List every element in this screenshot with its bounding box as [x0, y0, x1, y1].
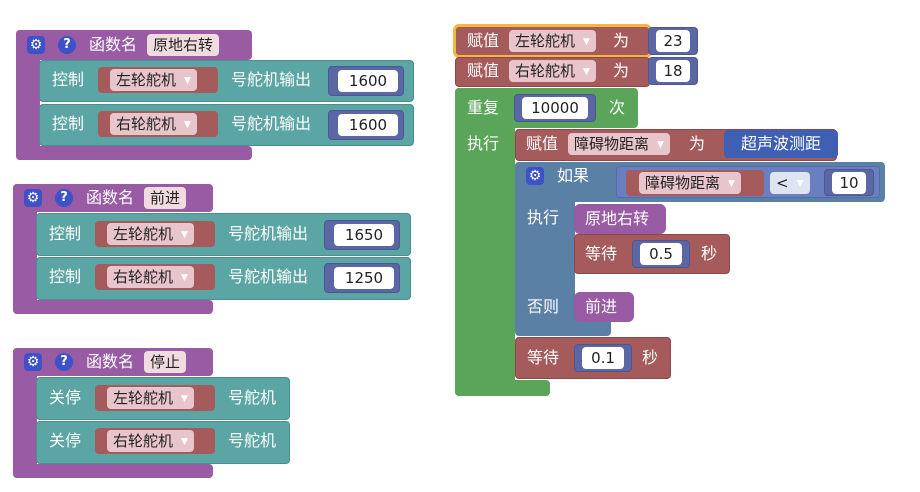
function-name-field[interactable]: 前进	[144, 187, 187, 209]
variable-dropdown[interactable]: 障碍物距离 ▼	[568, 133, 670, 155]
variable-dropdown[interactable]: 右轮舵机 ▼	[509, 60, 596, 82]
control-label: 控制	[52, 70, 85, 89]
function-name-field[interactable]: 停止	[144, 351, 187, 373]
times-label: 次	[609, 98, 626, 117]
variable-dropdown-value: 障碍物距离	[645, 174, 721, 192]
dropdown-arrow-icon: ▼	[181, 272, 188, 283]
seconds-label: 秒	[701, 244, 718, 263]
servo-dropdown-value: 右轮舵机	[116, 115, 177, 133]
control-label: 控制	[49, 267, 82, 286]
servo-dropdown[interactable]: 左轮舵机 ▼	[107, 223, 194, 245]
seconds-label: 秒	[642, 348, 659, 367]
number-field[interactable]: 1600	[338, 70, 398, 92]
as-label: 为	[613, 61, 630, 80]
help-icon[interactable]: ?	[58, 36, 76, 54]
function-label: 函数名	[89, 35, 138, 54]
dropdown-arrow-icon: ▼	[657, 139, 664, 150]
dropdown-arrow-icon: ▼	[181, 229, 188, 240]
dropdown-arrow-icon: ▼	[728, 178, 735, 189]
if-block-footer	[515, 318, 611, 336]
servo-output-label: 号舵机输出	[228, 224, 309, 243]
if-block-spine	[515, 162, 575, 334]
stop-label: 关停	[49, 431, 82, 450]
call-label: 前进	[585, 297, 618, 316]
gear-icon[interactable]: ⚙	[24, 353, 42, 371]
number-field[interactable]: 1250	[334, 267, 394, 289]
call-label: 原地右转	[585, 209, 650, 228]
servo-label: 号舵机	[228, 388, 277, 407]
number-field[interactable]: 1600	[338, 114, 398, 136]
if-label: 如果	[557, 166, 590, 185]
servo-output-label: 号舵机输出	[231, 70, 312, 89]
repeat-block-spine	[455, 88, 515, 396]
servo-dropdown[interactable]: 左轮舵机 ▼	[110, 69, 197, 91]
dropdown-arrow-icon: ▼	[181, 436, 188, 447]
dropdown-arrow-icon: ▼	[184, 119, 191, 130]
repeat-count-field[interactable]: 10000	[522, 97, 588, 119]
number-field[interactable]: 10	[832, 172, 866, 194]
servo-dropdown[interactable]: 左轮舵机 ▼	[107, 387, 194, 409]
operator-value: <	[776, 174, 789, 192]
function-name-field[interactable]: 原地右转	[147, 34, 220, 56]
gear-icon[interactable]: ⚙	[24, 189, 42, 207]
ultrasonic-label: 超声波测距	[741, 134, 822, 153]
function-footer	[13, 300, 213, 314]
servo-dropdown-value: 左轮舵机	[113, 225, 174, 243]
dropdown-arrow-icon: ▼	[583, 66, 590, 77]
dropdown-arrow-icon: ▼	[583, 36, 590, 47]
number-field[interactable]: 0.1	[582, 347, 624, 369]
dropdown-arrow-icon: ▼	[184, 75, 191, 86]
help-icon[interactable]: ?	[55, 353, 73, 371]
wait-label: 等待	[585, 244, 618, 263]
servo-output-label: 号舵机输出	[231, 114, 312, 133]
function-footer	[16, 146, 252, 160]
variable-dropdown-value: 右轮舵机	[515, 62, 576, 80]
servo-dropdown-value: 右轮舵机	[113, 268, 174, 286]
dropdown-arrow-icon: ▼	[796, 178, 804, 189]
function-footer	[13, 464, 213, 478]
as-label: 为	[613, 31, 630, 50]
servo-dropdown-value: 右轮舵机	[113, 432, 174, 450]
number-field[interactable]: 18	[656, 60, 690, 82]
variable-dropdown-value: 左轮舵机	[515, 32, 576, 50]
stop-label: 关停	[49, 388, 82, 407]
assign-label: 赋值	[526, 134, 559, 153]
help-icon[interactable]: ?	[55, 189, 73, 207]
variable-dropdown-value: 障碍物距离	[574, 135, 650, 153]
gear-icon[interactable]: ⚙	[27, 36, 45, 54]
ultrasonic-block[interactable]	[724, 130, 838, 158]
function-label: 函数名	[86, 352, 135, 371]
servo-label: 号舵机	[228, 431, 277, 450]
assign-label: 赋值	[467, 31, 500, 50]
servo-dropdown-value: 左轮舵机	[116, 71, 177, 89]
number-field[interactable]: 23	[656, 30, 690, 52]
number-field[interactable]: 1650	[334, 224, 394, 246]
servo-dropdown[interactable]: 右轮舵机 ▼	[107, 266, 194, 288]
else-label: 否则	[527, 297, 560, 316]
wait-label: 等待	[527, 348, 560, 367]
dropdown-arrow-icon: ▼	[181, 393, 188, 404]
variable-dropdown[interactable]: 左轮舵机 ▼	[509, 30, 596, 52]
servo-dropdown[interactable]: 右轮舵机 ▼	[110, 113, 197, 135]
as-label: 为	[689, 134, 706, 153]
servo-dropdown[interactable]: 右轮舵机 ▼	[107, 430, 194, 452]
number-field[interactable]: 0.5	[640, 243, 682, 265]
operator-dropdown[interactable]: <▼	[770, 172, 810, 194]
assign-label: 赋值	[467, 61, 500, 80]
function-label: 函数名	[86, 188, 135, 207]
servo-dropdown-value: 左轮舵机	[113, 389, 174, 407]
gear-icon[interactable]: ⚙	[526, 167, 544, 185]
control-label: 控制	[52, 114, 85, 133]
do-label: 执行	[467, 134, 500, 153]
call-forward-block[interactable]	[574, 292, 634, 322]
then-label: 执行	[527, 208, 560, 227]
control-label: 控制	[49, 224, 82, 243]
repeat-block-footer	[455, 380, 550, 396]
repeat-label: 重复	[467, 98, 500, 117]
variable-dropdown[interactable]: 障碍物距离 ▼	[639, 172, 741, 194]
servo-output-label: 号舵机输出	[228, 267, 309, 286]
call-turn-right-block[interactable]	[574, 204, 666, 234]
